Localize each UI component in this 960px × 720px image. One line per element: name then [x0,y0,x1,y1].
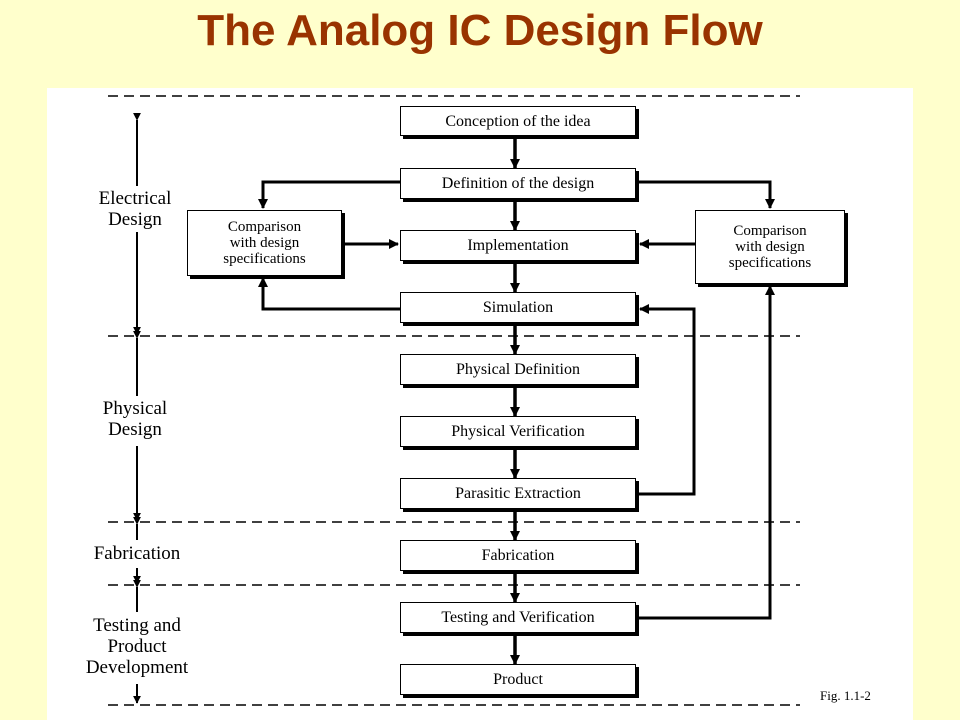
comparison-box-right: Comparison with design specifications [695,210,845,284]
step-testing-verification: Testing and Verification [400,602,636,633]
step-physical-definition: Physical Definition [400,354,636,385]
step-conception: Conception of the idea [400,106,636,136]
phase-label-fabrication: Fabrication [93,543,181,564]
step-fabrication: Fabrication [400,540,636,571]
page-title: The Analog IC Design Flow [197,6,763,55]
step-implementation: Implementation [400,230,636,261]
figure-label: Fig. 1.1-2 [820,688,871,703]
phase-label-physical: Physical Design [102,398,168,440]
step-definition: Definition of the design [400,168,636,199]
phase-label-testing: Testing and Product Development [85,615,189,678]
step-simulation: Simulation [400,292,636,323]
feedback-arrows [258,180,775,620]
step-product: Product [400,664,636,695]
phase-separators [108,95,800,706]
step-physical-verification: Physical Verification [400,416,636,447]
step-parasitic-extraction: Parasitic Extraction [400,478,636,509]
phase-label-electrical: Electrical Design [98,188,172,230]
comparison-box-left: Comparison with design specifications [187,210,342,276]
